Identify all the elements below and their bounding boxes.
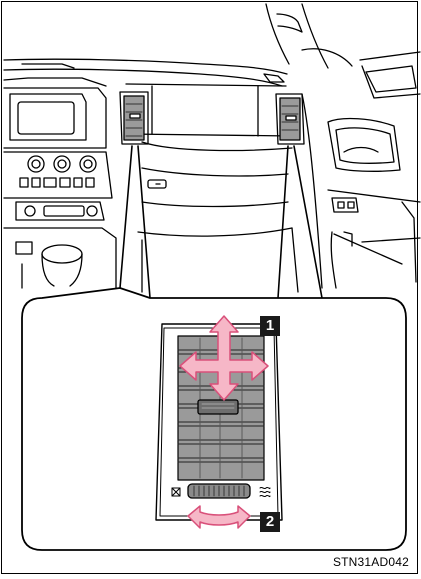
- control-knobs: [4, 152, 112, 198]
- left-air-vent: [120, 92, 148, 144]
- windshield-pillar: [266, 4, 352, 68]
- right-air-vent: [276, 94, 304, 144]
- driver-door: [302, 52, 420, 288]
- passenger-panel: [126, 84, 298, 292]
- figure-caption: STN31AD042: [333, 555, 409, 569]
- callout-badge-1: 1: [260, 316, 280, 336]
- callout-badge-2: 2: [260, 512, 280, 532]
- zoom-lines: [120, 146, 322, 298]
- dashboard-top: [4, 59, 287, 86]
- center-display: [4, 88, 106, 148]
- lower-console: [4, 202, 116, 288]
